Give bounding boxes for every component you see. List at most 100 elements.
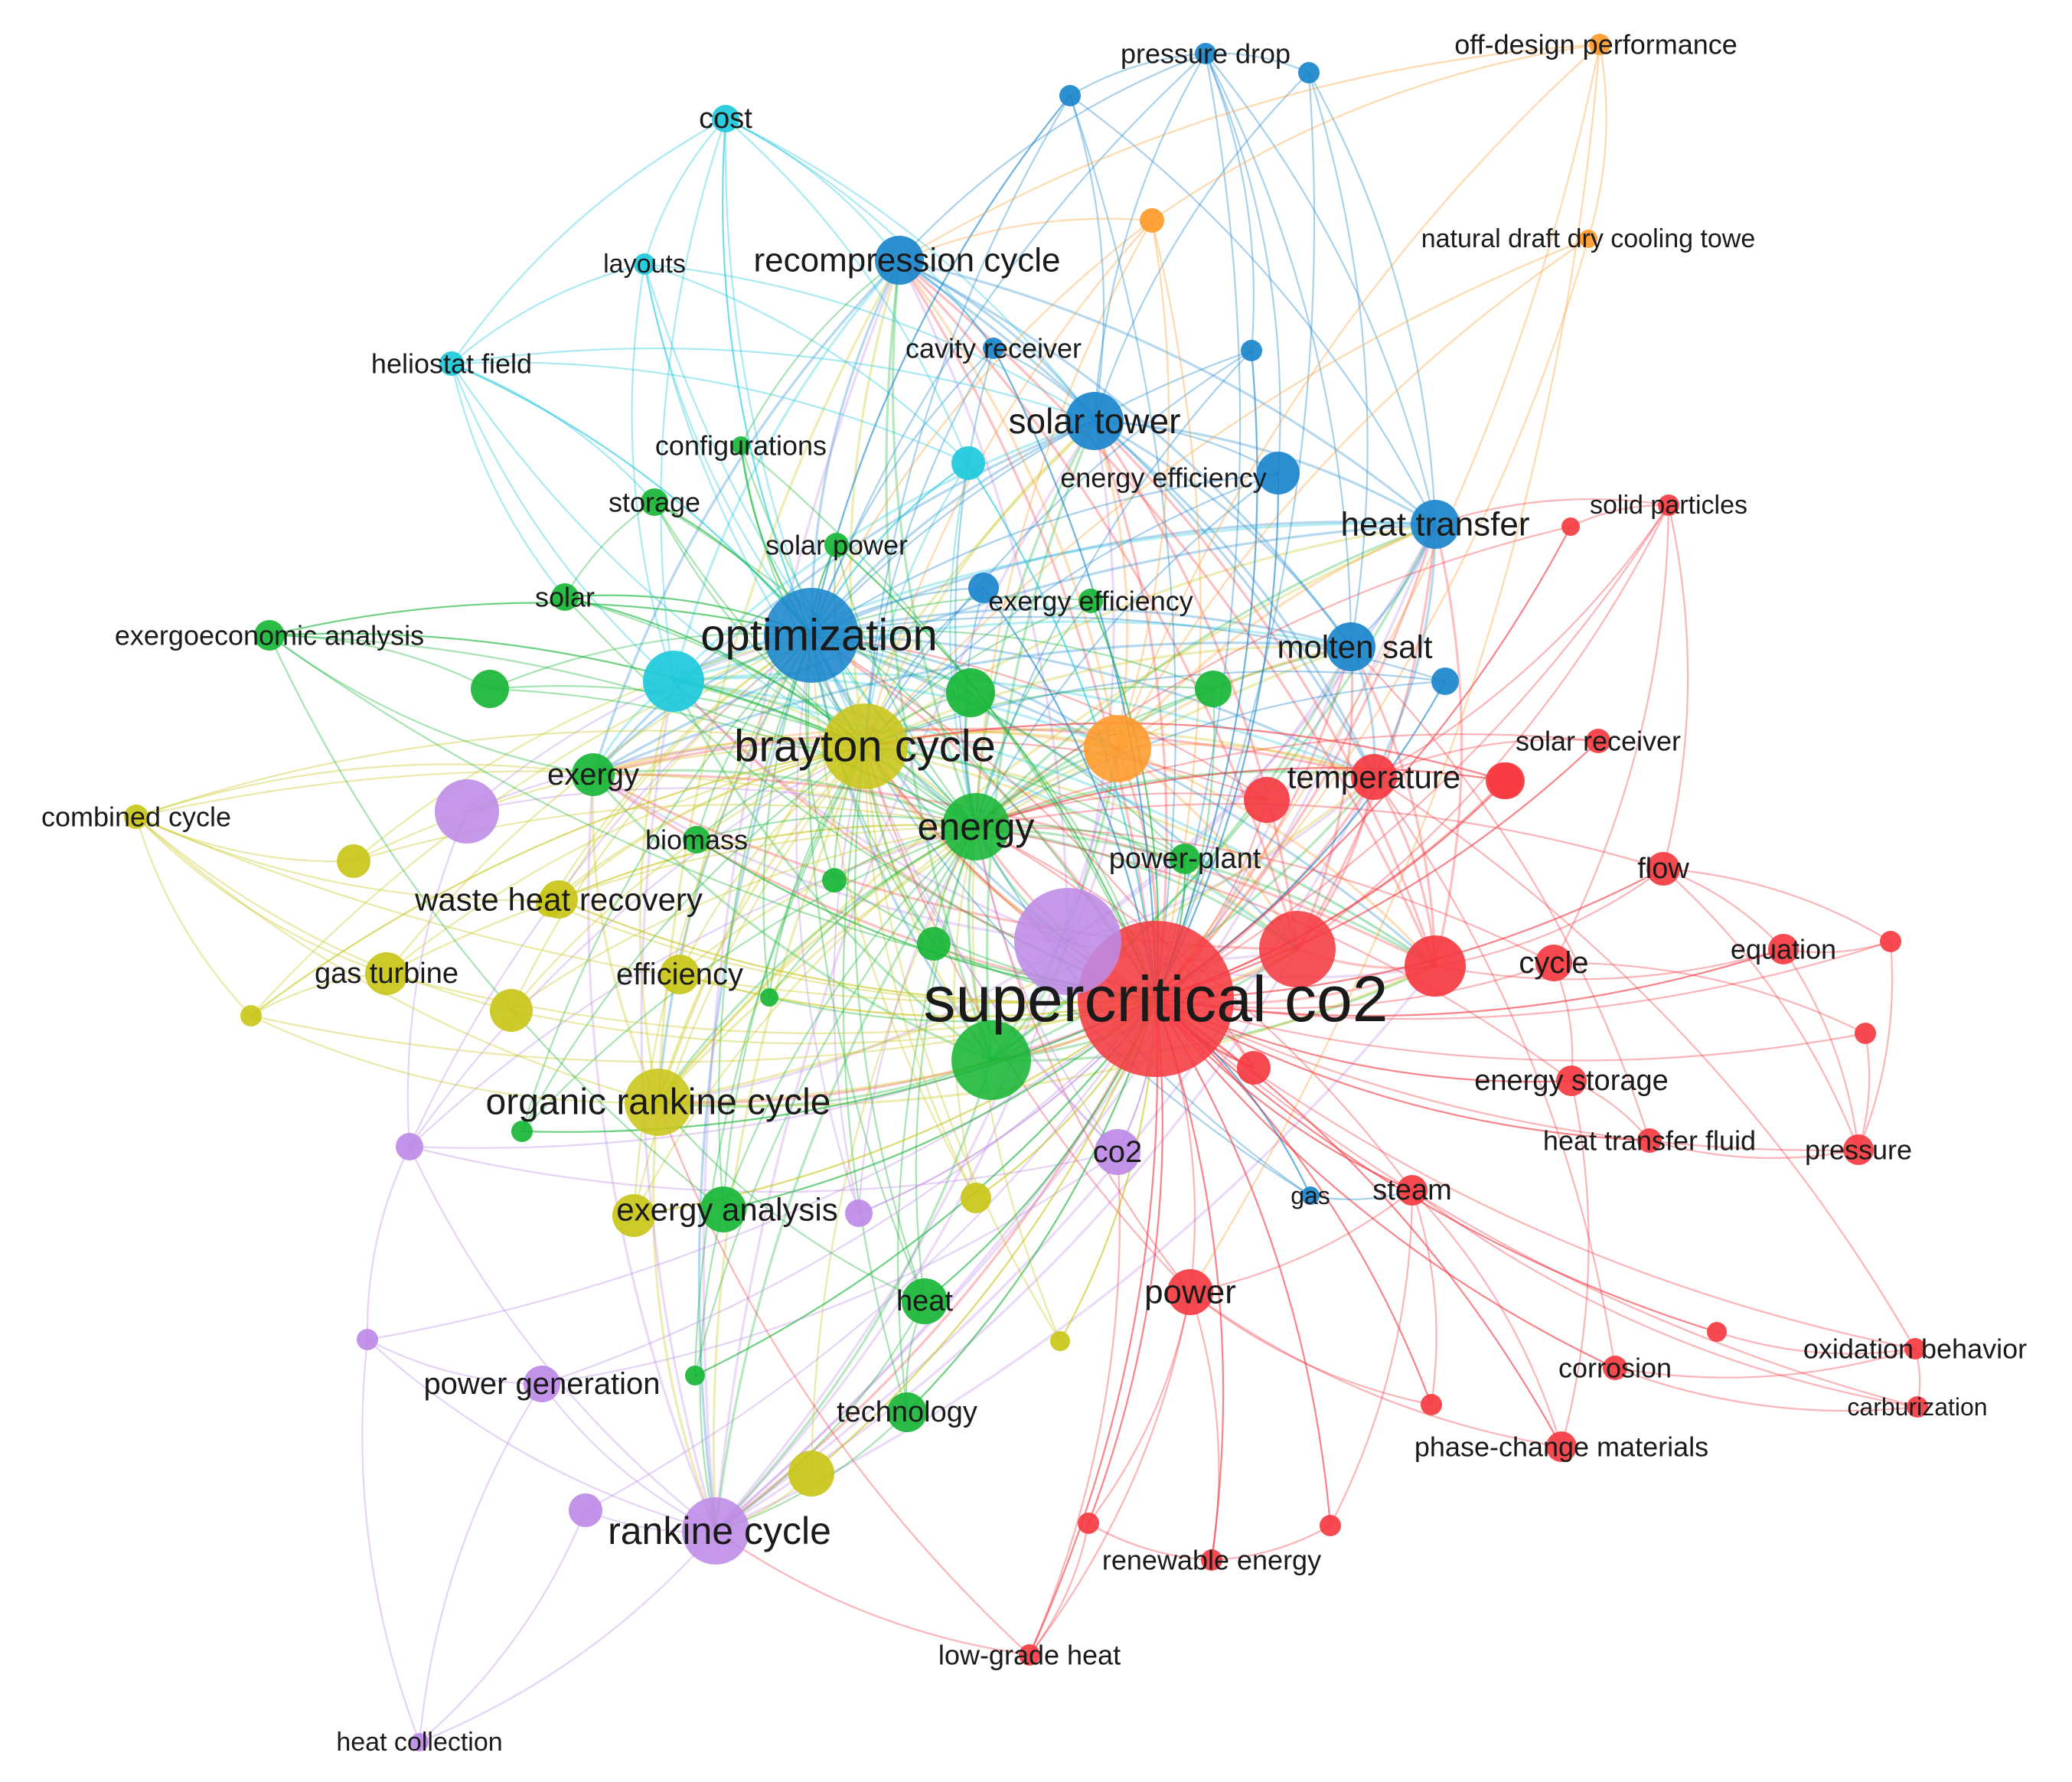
edge-off-design-performance-orange-hub — [1116, 43, 1601, 750]
edge-optimization-red-hub-1 — [810, 634, 1299, 951]
edge-co2-energy — [974, 825, 1119, 1154]
edge-low-grade-heat-power — [1028, 1291, 1192, 1656]
edge-phase-change-materials-supercritical-co2 — [1154, 997, 1563, 1448]
node-green-node-8 — [685, 1366, 705, 1385]
edge-red-node-7-power — [1189, 1291, 1433, 1406]
edge-red-hub-3-energy — [974, 792, 1268, 828]
edge-yellow-node-6-brayton-cycle — [863, 745, 977, 1199]
edge-heliostat-field-optimization — [450, 362, 813, 637]
edge-off-design-performance-recompression-cycle — [898, 43, 1601, 262]
edge-green-node-7-energy — [520, 825, 977, 1133]
node-yellow-node-8 — [536, 889, 563, 917]
edge-heat-collection-purple-node-6 — [418, 1509, 587, 1744]
edge-off-design-performance-orange-node-1 — [1150, 43, 1601, 222]
edge-molten-salt-exergy — [592, 641, 1353, 776]
edge-red-node-7-steam — [1411, 1189, 1437, 1406]
edge-heat-transfer-temperature — [1372, 523, 1437, 778]
edge-flow-red-hub-2 — [1434, 867, 1665, 968]
edge-red-hub-1-molten-salt — [1296, 645, 1354, 951]
edge-energy-temperature — [974, 770, 1375, 828]
node-red-node-1 — [1561, 517, 1580, 536]
label-power-plant: power-plant — [1109, 843, 1261, 875]
label-exergy-efficiency: exergy efficiency — [988, 586, 1193, 617]
edge-blue-node-1-brayton-cycle — [863, 94, 1072, 748]
label-optimization: optimization — [700, 611, 937, 661]
edge-yellow-node-7-brayton-cycle — [863, 745, 1062, 1343]
edge-rankine-cycle-temperature — [714, 775, 1375, 1532]
edge-energy-red-hub-1 — [974, 825, 1299, 951]
edge-green-hub-molten-salt — [990, 645, 1353, 1062]
node-blue-node-2 — [1298, 62, 1320, 83]
edge-natural-draft-dry-cooling-towe-orange-hub — [1116, 237, 1590, 750]
edge-green-node-3-optimization — [810, 629, 1215, 690]
edge-purple-node-5-rankine-cycle — [366, 1338, 717, 1532]
edge-energy-efficiency-supercritical-co2 — [1154, 472, 1280, 1000]
edge-cavity-receiver-supercritical-co2 — [992, 347, 1157, 1000]
node-blue-node-5 — [968, 573, 999, 603]
label-solid-particles: solid particles — [1590, 491, 1747, 520]
node-solar-power — [824, 533, 849, 557]
edge-blue-node-1-solar-tower — [1069, 94, 1105, 423]
edge-blue-node-4-energy — [974, 680, 1447, 828]
edge-orange-hub-temperature — [1116, 742, 1375, 778]
edge-yellow-node-1-brayton-cycle — [510, 745, 866, 1012]
edge-cyan-node-1-supercritical-co2 — [967, 462, 1157, 1000]
edge-pressure-drop-energy-efficiency — [1204, 52, 1281, 475]
label-solar: solar — [535, 582, 595, 613]
edge-cost-cyan-node-1 — [724, 117, 970, 465]
edge-combined-cycle-gas-turbine — [135, 815, 388, 975]
node-cyan-hub — [643, 651, 704, 712]
label-pressure: pressure — [1805, 1134, 1912, 1166]
node-technology — [887, 1392, 927, 1432]
edge-equation-flow — [1662, 867, 1785, 951]
label-heliostat-field: heliostat field — [371, 348, 532, 380]
label-corrosion: corrosion — [1558, 1353, 1672, 1384]
edge-rankine-cycle-recompression-cycle — [702, 259, 901, 1532]
edge-pressure-flow — [1662, 867, 1860, 1151]
edge-purple-node-6-supercritical-co2 — [584, 997, 1157, 1512]
edge-blue-node-2-supercritical-co2 — [1154, 71, 1316, 1000]
edge-exergoeconomic-analysis-supercritical-co2 — [268, 634, 1157, 1000]
edge-oxidation-behavior-temperature — [1372, 775, 1917, 1350]
edge-layouts-optimization — [643, 263, 813, 637]
edge-yellow-node-6-optimization — [810, 634, 977, 1199]
label-renewable-energy: renewable energy — [1102, 1545, 1321, 1576]
edge-power-plant-optimization — [810, 634, 1186, 860]
edge-yellow-node-5-supercritical-co2 — [250, 997, 1157, 1063]
edge-yellow-node-3-supercritical-co2 — [810, 997, 1157, 1475]
node-heat-transfer-fluid — [1637, 1128, 1662, 1153]
edge-brayton-cycle-molten-salt — [863, 645, 1353, 748]
node-flow — [1646, 852, 1680, 886]
edge-green-node-6-optimization — [762, 634, 813, 999]
edge-phase-change-materials-power — [1189, 1291, 1563, 1448]
edge-pressure-drop-recompression-cycle — [898, 52, 1207, 262]
edge-recompression-cycle-exergy — [592, 259, 901, 776]
edge-optimization-recompression-cycle — [810, 259, 901, 637]
edge-organic-rankine-cycle-exergy — [591, 773, 660, 1104]
node-red-node-3 — [1880, 931, 1901, 952]
node-purple-node-5 — [357, 1329, 378, 1350]
edge-pressure-drop-heat-transfer — [1204, 52, 1437, 526]
node-storage — [641, 488, 668, 516]
edge-red-hub-3-optimization — [810, 634, 1268, 801]
label-low-grade-heat: low-grade heat — [938, 1640, 1121, 1671]
node-red-hub-3 — [1244, 777, 1290, 823]
edge-purple-node-5-supercritical-co2 — [366, 997, 1157, 1341]
edge-red-node-3-supercritical-co2 — [1154, 940, 1892, 1020]
node-energy-efficiency — [1257, 452, 1300, 494]
edge-heat-collection-power-generation — [418, 1382, 543, 1744]
node-red-node-4 — [1855, 1023, 1876, 1044]
edge-red-node-3-pressure — [1857, 940, 1894, 1151]
edge-purple-node-3-brayton-cycle — [408, 745, 866, 1148]
edge-blue-node-2-heat-transfer — [1307, 71, 1437, 526]
edge-rankine-cycle-orange-hub — [714, 747, 1119, 1532]
edge-renewable-energy-red-node-9 — [1087, 1522, 1213, 1562]
edge-energy-efficiency-energy — [974, 472, 1280, 828]
edge-yellow-node-3-energy — [810, 825, 977, 1475]
edge-heat-collection-rankine-cycle — [418, 1529, 717, 1744]
edge-low-grade-heat-co2 — [1028, 1150, 1121, 1656]
edge-low-grade-heat-rankine-cycle — [714, 1529, 1031, 1656]
edge-purple-node-3-purple-node-2 — [406, 810, 468, 1148]
node-heat-collection — [410, 1733, 429, 1751]
